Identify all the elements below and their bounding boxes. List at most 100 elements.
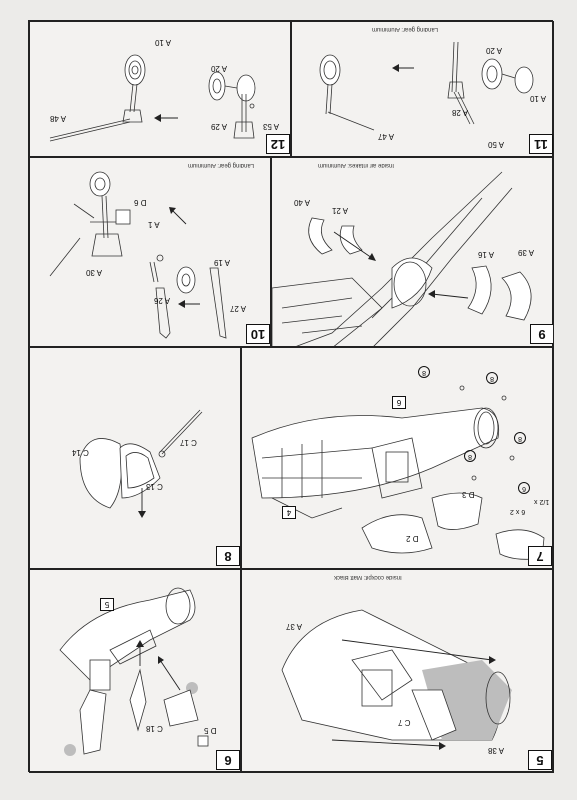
- step-6-panel: 6 C 18 D 5 5: [29, 569, 241, 773]
- label-a30: A 30: [86, 268, 102, 277]
- marker-6x2: 6 x 2: [510, 508, 526, 515]
- step-12-panel: 12 A 10 A 20 A 29 A 53 A 48: [29, 21, 291, 157]
- label-a27: A 27: [230, 304, 246, 313]
- label-a30-text: A 30: [86, 268, 103, 277]
- marker-6a: 6: [518, 482, 530, 494]
- marker-8a: 8: [418, 366, 430, 378]
- label-a26-text: A 26: [154, 296, 171, 305]
- label-c7: C 7: [398, 718, 410, 727]
- label-a26: A 26: [154, 296, 170, 305]
- label-d5: D 5: [204, 726, 216, 735]
- label-a20: A 20: [211, 64, 227, 73]
- subassembly-6-box: 6: [392, 396, 406, 409]
- label-a10-text: A 10: [530, 94, 547, 103]
- step-7-illustration: [251, 385, 545, 560]
- label-a37-text: A 37: [286, 622, 303, 631]
- step-8-number: 8: [216, 546, 240, 566]
- label-a48: A 48: [50, 114, 66, 123]
- step-6-illustration: [59, 587, 209, 756]
- step-8-panel: 8 C 14 C 17 C 13: [29, 347, 241, 569]
- label-a40: A 40: [294, 198, 310, 207]
- subassembly-5-box: 5: [100, 598, 114, 611]
- step-11-note: Landing gear: Aluminium: [372, 26, 439, 32]
- label-c17-text: C 17: [180, 438, 197, 447]
- label-a47: A 47: [378, 132, 394, 141]
- step-6-number: 6: [216, 750, 240, 770]
- step-12-illustration: [49, 54, 256, 142]
- step-11-panel: 11 Landing gear: Aluminium A 20 A 10 A 2…: [291, 21, 554, 157]
- marker-8d: 8: [464, 450, 476, 462]
- label-a28: A 28: [452, 108, 468, 117]
- label-d3: D 3: [462, 490, 474, 499]
- step-5-note: Inside cockpit: Matt Black: [334, 574, 402, 580]
- step-10-number: 10: [246, 324, 270, 344]
- step-5-illustration: [281, 609, 512, 750]
- label-a21-text: A 21: [332, 206, 349, 215]
- step-7-number: 7: [528, 546, 552, 566]
- marker-8c-text: 8: [514, 432, 526, 444]
- label-c14: C 14: [72, 448, 89, 457]
- label-a38: A 38: [488, 746, 504, 755]
- label-a39-text: A 39: [518, 248, 535, 257]
- step-9-illustration: [272, 171, 532, 346]
- label-a1: A 1: [148, 220, 160, 229]
- label-a10: A 10: [530, 94, 546, 103]
- label-a10: A 10: [155, 38, 171, 47]
- label-c13: C 13: [146, 482, 163, 491]
- label-a19-text: A 19: [214, 258, 231, 267]
- label-d5-text: D 5: [204, 726, 217, 735]
- label-a10-text: A 10: [155, 38, 172, 47]
- label-c14-text: C 14: [72, 448, 89, 457]
- label-a16-text: A 16: [478, 250, 495, 259]
- label-c17: C 17: [180, 438, 197, 447]
- label-a19: A 19: [214, 258, 230, 267]
- label-a39: A 39: [518, 248, 534, 257]
- label-a27-text: A 27: [230, 304, 247, 313]
- marker-8b: 8: [486, 372, 498, 384]
- step-9-note: Inside air intakes: Aluminium: [318, 162, 395, 168]
- step-5-number: 5: [528, 750, 552, 770]
- label-a29: A 29: [211, 122, 227, 131]
- step-11-illustration: [319, 41, 534, 131]
- step-5-panel: 5 Inside cockpit: Matt Black A 37 C 7 A …: [241, 569, 554, 773]
- label-a50: A 50: [488, 140, 504, 149]
- label-d6-text: D 6: [134, 198, 147, 207]
- label-d6: D 6: [134, 198, 146, 207]
- instruction-sheet: 12 A 10 A 20 A 29 A 53 A 48 11 Landing g: [28, 20, 554, 773]
- label-a40-text: A 40: [294, 198, 311, 207]
- step-8-illustration: [79, 409, 203, 518]
- label-a20-text: A 20: [211, 64, 228, 73]
- step-10-panel: 10 Landing gear: Aluminium D 6 A 1 A 19 …: [29, 157, 271, 347]
- label-d2: D 2: [406, 534, 418, 543]
- marker-8d-text: 8: [464, 450, 476, 462]
- label-c18: C 18: [146, 724, 163, 733]
- label-a28-text: A 28: [452, 108, 469, 117]
- label-d2-text: D 2: [406, 534, 419, 543]
- label-a47-text: A 47: [378, 132, 395, 141]
- label-a21: A 21: [332, 206, 348, 215]
- label-a37: A 37: [286, 622, 302, 631]
- step-9-panel: 9 Inside air intakes: Aluminium A 40 A 2…: [271, 157, 554, 347]
- label-a48-text: A 48: [50, 114, 67, 123]
- marker-6a-text: 6: [518, 482, 530, 494]
- step-10-illustration: [49, 171, 227, 339]
- step-7-panel: 7 8 8 8 8 6 6 x 2 1/2 x D 3 D 2 6 4: [241, 347, 554, 569]
- label-a29-text: A 29: [211, 122, 228, 131]
- label-c18-text: C 18: [146, 724, 163, 733]
- label-a20-text: A 20: [486, 46, 503, 55]
- marker-8b-text: 8: [486, 372, 498, 384]
- label-a1-text: A 1: [148, 220, 160, 229]
- label-a16: A 16: [478, 250, 494, 259]
- step-10-note: Landing gear: Aluminium: [188, 162, 255, 168]
- label-c7-text: C 7: [398, 718, 411, 727]
- label-a53-text: A 53: [263, 122, 280, 131]
- label-d3-text: D 3: [462, 490, 475, 499]
- step-11-number: 11: [529, 134, 553, 154]
- label-a20: A 20: [486, 46, 502, 55]
- step-12-number: 12: [266, 134, 290, 154]
- label-a38-text: A 38: [488, 746, 505, 755]
- subassembly-4-box: 4: [282, 506, 296, 519]
- label-c13-text: C 13: [146, 482, 163, 491]
- marker-8a-text: 8: [418, 366, 430, 378]
- label-a53: A 53: [263, 122, 279, 131]
